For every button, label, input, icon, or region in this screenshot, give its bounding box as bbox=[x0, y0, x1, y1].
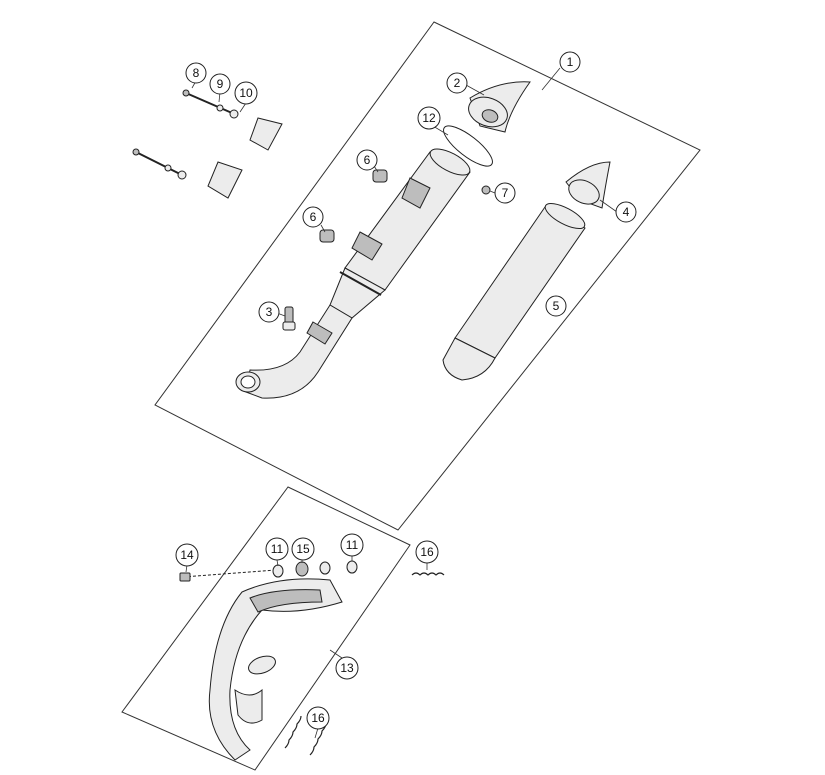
header-stud bbox=[179, 569, 277, 582]
bracket-bolt-lower bbox=[132, 148, 243, 199]
svg-text:4: 4 bbox=[623, 205, 630, 219]
callout-11-left: 11 bbox=[265, 537, 289, 561]
exhaust-spring-right bbox=[411, 572, 445, 576]
washer-mid bbox=[319, 561, 331, 575]
svg-text:11: 11 bbox=[271, 542, 284, 556]
svg-text:1: 1 bbox=[567, 55, 574, 69]
svg-text:8: 8 bbox=[193, 66, 200, 80]
callout-2: 2 bbox=[446, 72, 468, 94]
nut-flange bbox=[295, 561, 309, 577]
silencer-end-cap bbox=[565, 161, 611, 209]
clamp-bolt bbox=[282, 306, 296, 331]
screw-small bbox=[481, 185, 491, 195]
svg-text:14: 14 bbox=[180, 548, 194, 562]
callout-16-lower: 16 bbox=[306, 706, 330, 730]
svg-text:6: 6 bbox=[310, 210, 317, 224]
callout-6-lower: 6 bbox=[302, 206, 324, 228]
silencer-shell bbox=[442, 202, 586, 381]
callout-16-upper: 16 bbox=[415, 540, 439, 564]
callout-10: 10 bbox=[234, 81, 258, 105]
svg-text:15: 15 bbox=[296, 542, 310, 556]
callout-13: 13 bbox=[335, 656, 359, 680]
svg-text:6: 6 bbox=[364, 153, 371, 167]
svg-text:11: 11 bbox=[346, 538, 359, 552]
callout-5: 5 bbox=[545, 295, 567, 317]
exhaust-spring-left-2 bbox=[309, 722, 327, 756]
callout-14: 14 bbox=[175, 543, 199, 567]
svg-text:2: 2 bbox=[454, 76, 461, 90]
svg-text:10: 10 bbox=[239, 86, 253, 100]
svg-text:7: 7 bbox=[502, 186, 509, 200]
callout-4: 4 bbox=[615, 201, 637, 223]
link-pipe bbox=[235, 304, 353, 399]
callout-11-right: 11 bbox=[340, 533, 364, 557]
callout-1: 1 bbox=[559, 51, 581, 73]
svg-text:5: 5 bbox=[553, 299, 560, 313]
callout-6-upper: 6 bbox=[356, 149, 378, 171]
exhaust-spring-left bbox=[284, 715, 302, 749]
callout-8: 8 bbox=[185, 62, 207, 84]
header-pipe bbox=[208, 578, 343, 761]
svg-text:13: 13 bbox=[340, 661, 354, 675]
callout-3: 3 bbox=[258, 301, 280, 323]
svg-text:9: 9 bbox=[217, 77, 224, 91]
callout-15: 15 bbox=[291, 537, 315, 561]
svg-text:16: 16 bbox=[311, 711, 325, 725]
end-cap bbox=[468, 81, 531, 133]
callout-9: 9 bbox=[209, 73, 231, 95]
callout-12: 12 bbox=[417, 106, 441, 130]
rubber-bushing-lower bbox=[319, 229, 335, 243]
bracket-bolt-upper bbox=[182, 89, 283, 151]
callout-7: 7 bbox=[494, 182, 516, 204]
svg-text:12: 12 bbox=[422, 111, 436, 125]
header-pipe-assembly-frame bbox=[121, 486, 411, 771]
washer-left bbox=[272, 564, 284, 578]
rubber-bushing-upper bbox=[372, 169, 388, 183]
muffler-body bbox=[329, 148, 471, 319]
silencer-assembly-frame bbox=[154, 21, 701, 531]
svg-text:16: 16 bbox=[420, 545, 434, 559]
washer-right bbox=[346, 560, 358, 574]
gasket-ring bbox=[443, 125, 493, 167]
svg-text:3: 3 bbox=[266, 305, 273, 319]
